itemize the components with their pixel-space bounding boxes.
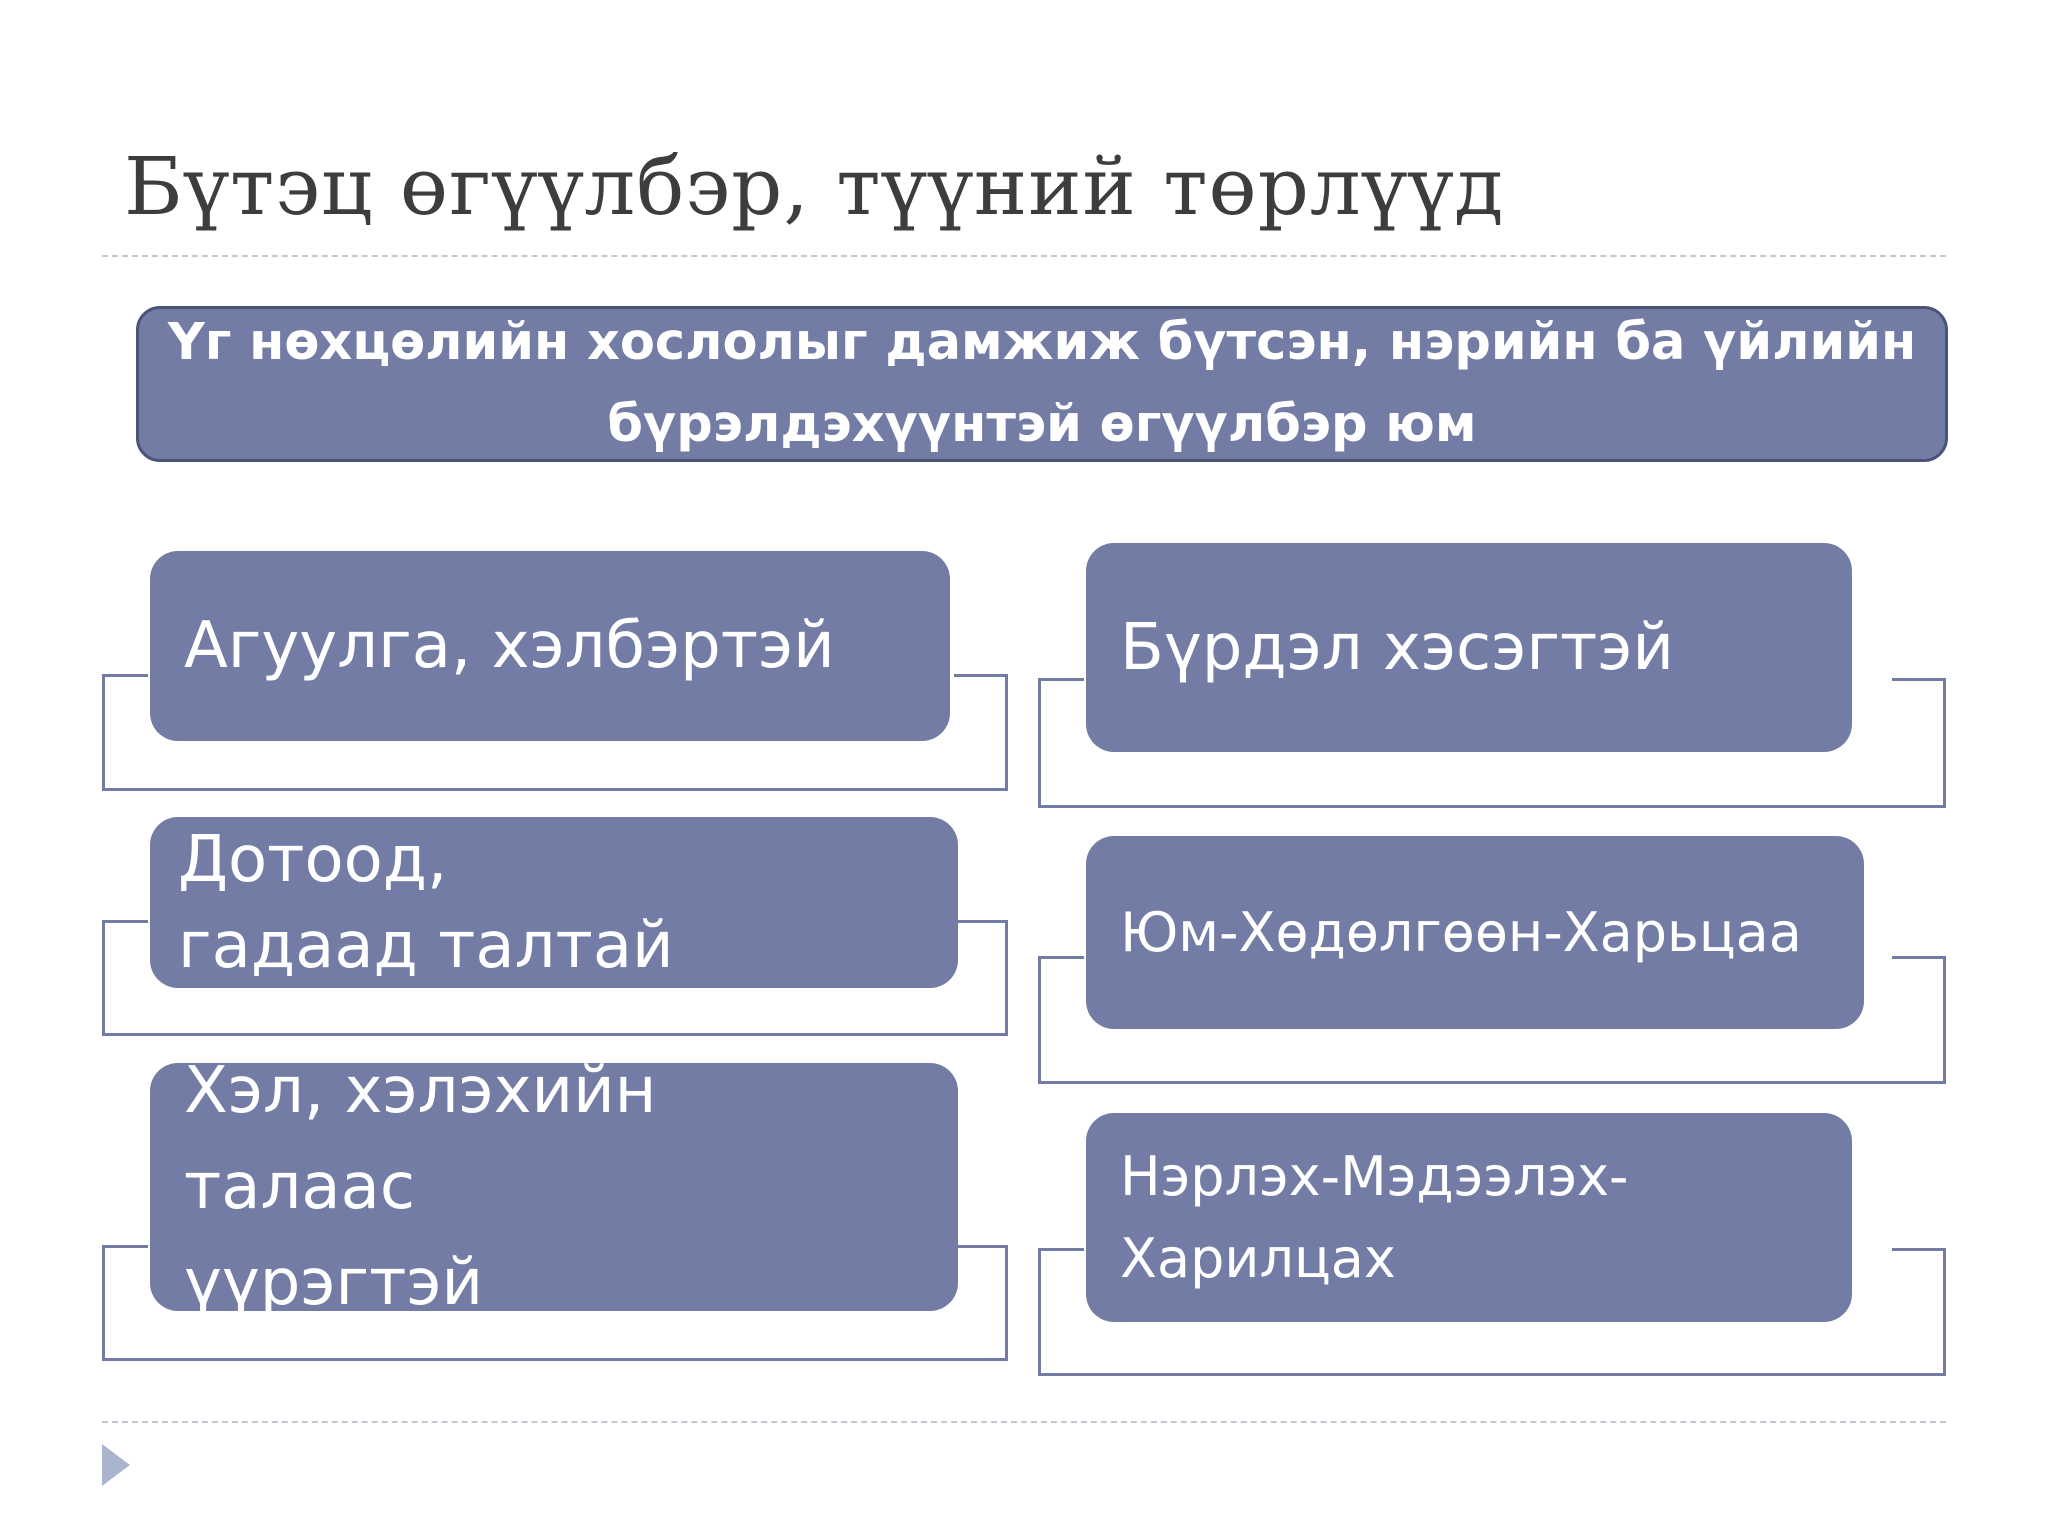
left-box-1-label: Агуулга, хэлбэртэй [184,609,835,683]
left-box-3: Хэл, хэлэхийн талаас үүрэгтэй [150,1054,958,1320]
bracket-right-2 [1038,956,1946,1084]
bottom-divider [102,1421,1946,1423]
right-box-3: Нэрлэх-Мэдээлэх-Харилцах [1086,1113,1852,1322]
left-box-2-label: Дотоод, гадаад талтай [178,822,674,983]
bracket-left-1 [102,674,1008,791]
left-box-2: Дотоод, гадаад талтай [150,817,958,988]
right-box-2-label: Юм-Хөдөлгөөн-Харьцаа [1120,900,1802,964]
slide-title: Бүтэц өгүүлбэр, түүний төрлүүд [124,140,1505,233]
definition-text: Үг нөхцөлийн хослолыг дамжиж бүтсэн, нэр… [167,313,1917,454]
left-box-1: Агуулга, хэлбэртэй [150,551,950,741]
left-box-3-label: Хэл, хэлэхийн талаас үүрэгтэй [184,1054,657,1320]
bracket-left-3 [102,1245,1008,1361]
definition-banner: Үг нөхцөлийн хослолыг дамжиж бүтсэн, нэр… [136,306,1948,462]
bracket-right-3 [1038,1248,1946,1376]
bracket-right-1 [1038,678,1946,808]
right-triangle-icon [102,1444,130,1486]
right-box-2: Юм-Хөдөлгөөн-Харьцаа [1086,836,1864,1029]
top-divider [102,255,1946,257]
right-box-3-label: Нэрлэх-Мэдээлэх-Харилцах [1120,1144,1629,1290]
bracket-left-2 [102,920,1008,1036]
right-box-1-label: Бүрдэл хэсэгтэй [1120,610,1674,685]
right-box-1: Бүрдэл хэсэгтэй [1086,543,1852,752]
